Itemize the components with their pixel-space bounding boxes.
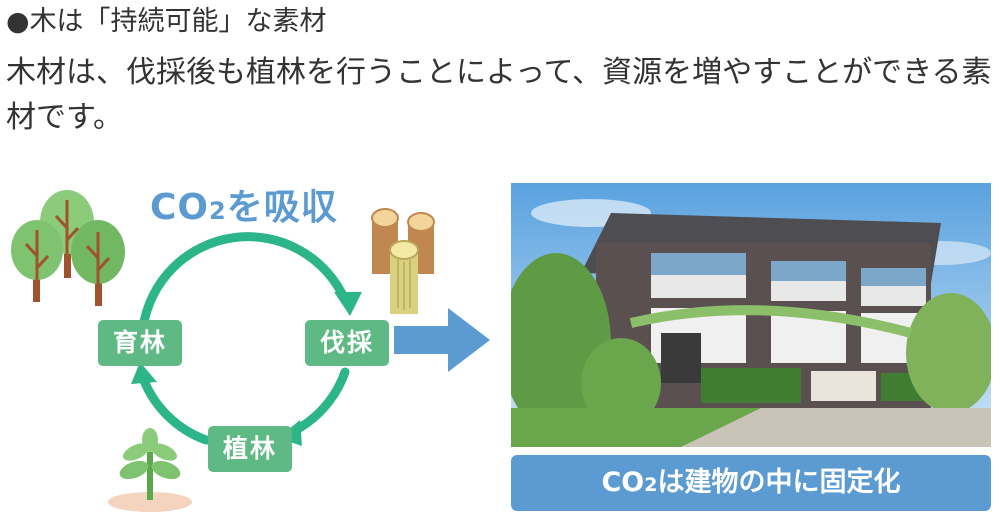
logs-icon [371, 208, 435, 314]
cycle-arc-left [138, 373, 211, 445]
cycle-arc-top [138, 232, 350, 333]
caption-co: CO [601, 467, 645, 498]
trees-icon [11, 190, 125, 306]
cycle-arrowhead-top [334, 292, 362, 316]
right-arrow-icon [394, 308, 490, 372]
seedling-icon [108, 428, 192, 512]
cycle-title: CO2を吸収 [150, 178, 338, 230]
building-photo [511, 183, 991, 447]
section-heading: ●木は「持続可能」な素材 [6, 6, 327, 38]
cycle-arrowhead-left [131, 362, 157, 384]
stage-cut-label: 伐採 [305, 320, 389, 366]
bullet-icon: ● [6, 6, 30, 37]
caption-banner: CO2は建物の中に固定化 [511, 455, 991, 511]
heading-text: 木は「持続可能」な素材 [29, 6, 327, 37]
caption-suffix: は建物の中に固定化 [657, 467, 901, 498]
cycle-title-subscript: 2 [209, 197, 227, 225]
caption-subscript: 2 [644, 474, 658, 496]
stage-plant-label: 植林 [208, 426, 292, 472]
cycle-title-suffix: を吸収 [226, 187, 338, 228]
cycle-title-co: CO [150, 187, 210, 228]
description-text: 木材は、伐採後も植林を行うことによって、資源を増やすことができる素材です。 [6, 55, 992, 135]
stage-grow-label: 育林 [98, 320, 182, 366]
